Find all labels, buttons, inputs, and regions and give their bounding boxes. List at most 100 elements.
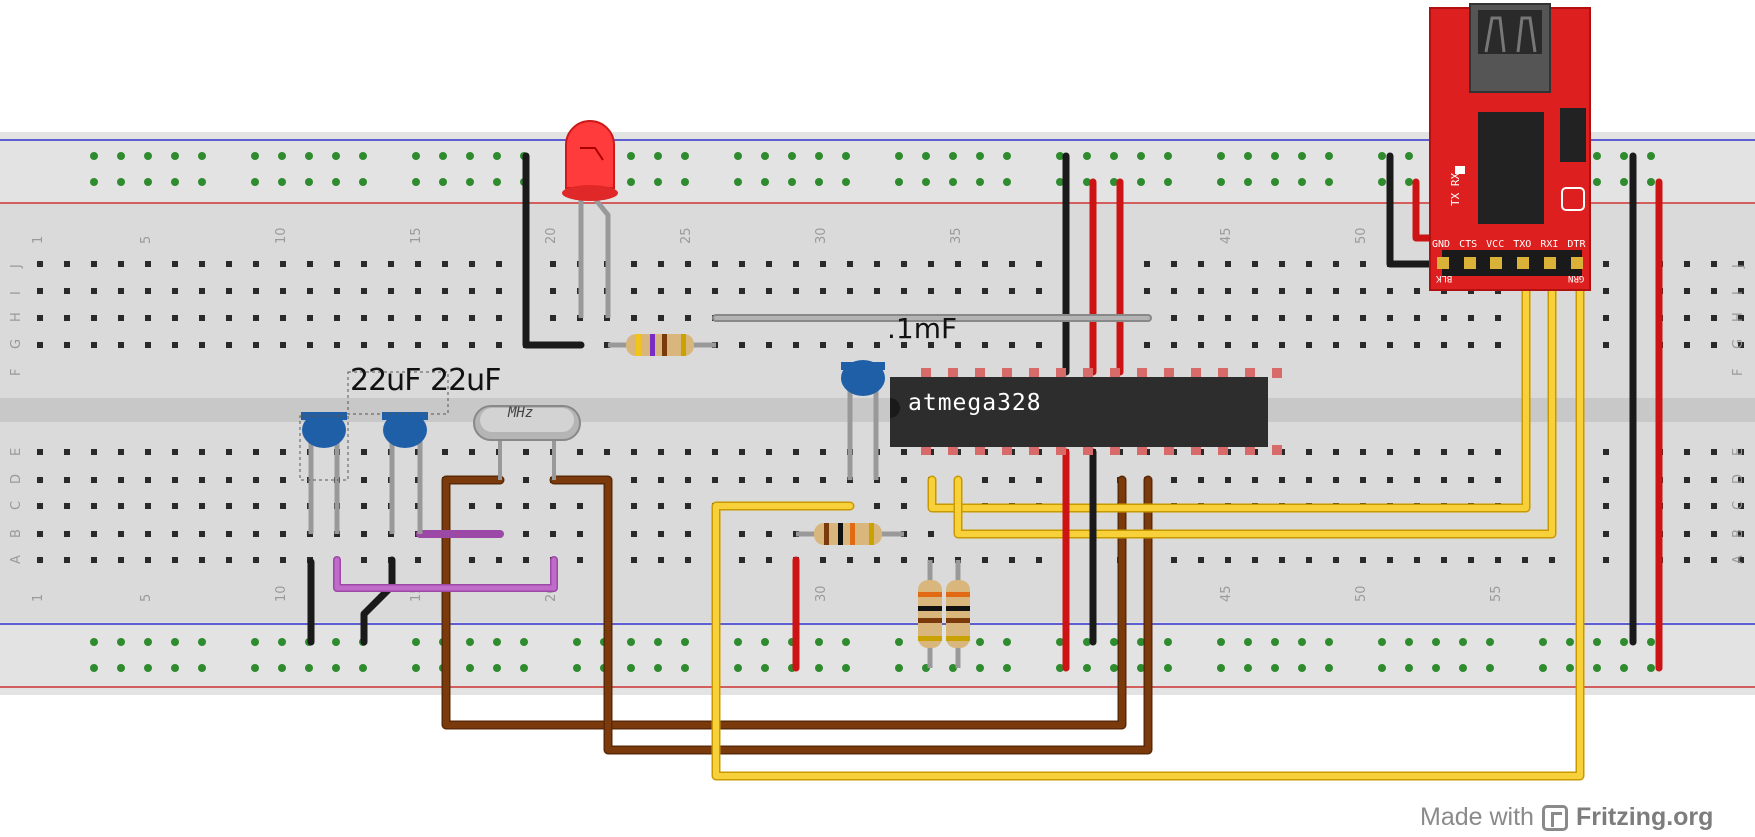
rail-hole — [1486, 664, 1494, 672]
hole — [118, 342, 124, 348]
hole — [442, 288, 448, 294]
hole — [388, 288, 394, 294]
hole — [820, 261, 826, 267]
column-number: 1 — [31, 236, 46, 244]
rail-hole — [1405, 178, 1413, 186]
hole — [64, 503, 70, 509]
hole — [1171, 477, 1177, 483]
hole — [172, 557, 178, 563]
hole — [577, 531, 583, 537]
ftdi-board — [1429, 3, 1591, 291]
row-letter: B — [9, 529, 24, 538]
rail-hole — [412, 152, 420, 160]
hole — [334, 288, 340, 294]
hole — [118, 449, 124, 455]
rail-hole — [1378, 664, 1386, 672]
rail-hole — [1593, 638, 1601, 646]
rail-hole — [1217, 638, 1225, 646]
rail-hole — [1083, 664, 1091, 672]
hole — [820, 449, 826, 455]
rail-hole — [90, 664, 98, 672]
rail-hole — [922, 178, 930, 186]
hole — [64, 531, 70, 537]
resistor-bottom — [796, 523, 904, 545]
rail-hole — [251, 152, 259, 160]
rail-hole — [1298, 664, 1306, 672]
hole — [64, 315, 70, 321]
hole — [793, 449, 799, 455]
rail-hole — [654, 152, 662, 160]
rail-hole — [1405, 638, 1413, 646]
rail-hole — [1244, 638, 1252, 646]
hole — [1738, 342, 1744, 348]
hole — [1387, 288, 1393, 294]
hole — [1603, 315, 1609, 321]
hole — [145, 342, 151, 348]
rail-hole — [1217, 178, 1225, 186]
ftdi-pin-labels: GND CTS VCC TXO RXI DTR — [1432, 239, 1586, 250]
hole — [226, 342, 232, 348]
hole — [766, 288, 772, 294]
chip-pin — [975, 445, 985, 455]
hole — [145, 261, 151, 267]
hole — [307, 288, 313, 294]
rail-hole — [1378, 178, 1386, 186]
fritzing-watermark[interactable]: Made with Fritzing.org — [1420, 803, 1713, 832]
hole — [1603, 449, 1609, 455]
hole — [631, 315, 637, 321]
hole — [766, 531, 772, 537]
rail-hole — [627, 178, 635, 186]
hole — [1468, 557, 1474, 563]
chip-pin — [1029, 445, 1039, 455]
hole — [1414, 477, 1420, 483]
hole — [1225, 557, 1231, 563]
hole — [64, 449, 70, 455]
rail-hole — [305, 178, 313, 186]
resistors-vertical — [918, 560, 970, 668]
rail-hole — [1593, 152, 1601, 160]
hole — [1414, 315, 1420, 321]
chip-pin — [1218, 445, 1228, 455]
hole — [847, 557, 853, 563]
hole — [37, 531, 43, 537]
hole — [1684, 315, 1690, 321]
rail-hole — [144, 152, 152, 160]
hole — [226, 449, 232, 455]
hole — [1009, 477, 1015, 483]
hole — [1252, 261, 1258, 267]
chip-pin — [948, 445, 958, 455]
hole — [172, 449, 178, 455]
hole — [199, 315, 205, 321]
hole — [1252, 315, 1258, 321]
hole — [1360, 315, 1366, 321]
chip-pin — [1083, 368, 1093, 378]
hole — [550, 531, 556, 537]
wires — [307, 152, 1663, 781]
hole — [1495, 449, 1501, 455]
hole — [118, 503, 124, 509]
hole — [469, 315, 475, 321]
rail-hole — [1110, 152, 1118, 160]
hole — [1225, 261, 1231, 267]
hole — [226, 261, 232, 267]
chip-pin — [1164, 445, 1174, 455]
ftdi-grn-label: GRN — [1568, 273, 1585, 283]
hole — [901, 261, 907, 267]
hole — [604, 342, 610, 348]
chip-body — [890, 377, 1268, 447]
hole — [253, 449, 259, 455]
rail-hole — [1003, 152, 1011, 160]
rail-hole — [815, 638, 823, 646]
hole — [1306, 261, 1312, 267]
rail-hole — [573, 664, 581, 672]
column-number: 50 — [1354, 585, 1369, 602]
rail-hole — [251, 664, 259, 672]
hole — [145, 557, 151, 563]
hole — [280, 503, 286, 509]
hole — [91, 531, 97, 537]
hole — [1684, 288, 1690, 294]
hole — [685, 477, 691, 483]
rail-hole — [734, 178, 742, 186]
hole — [64, 557, 70, 563]
